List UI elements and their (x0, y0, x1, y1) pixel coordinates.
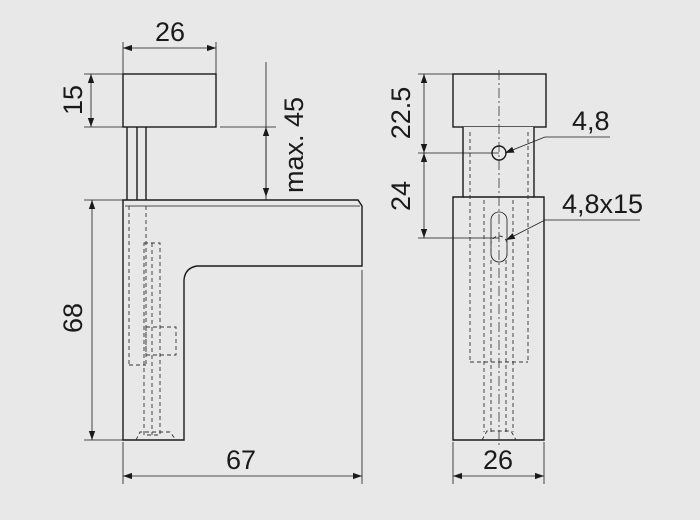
leader-hole (504, 136, 610, 154)
leader-slot (505, 219, 640, 241)
front-top-cap (452, 73, 547, 128)
side-view: 26 15 max. 45 68 67 (58, 17, 363, 484)
front-main-body (452, 127, 545, 441)
dim-label-67: 67 (226, 445, 256, 475)
side-main-body (122, 199, 363, 441)
front-view: 22.5 24 4,8 4,8x15 26 (386, 70, 643, 484)
dim-label-26-top: 26 (155, 17, 185, 47)
dim-label-max-45: max. 45 (279, 97, 309, 193)
label-hole-diameter: 4,8 (572, 106, 610, 136)
dim-label-24: 24 (386, 181, 416, 211)
dim-label-15: 15 (58, 85, 88, 115)
side-top-cap (122, 73, 217, 128)
label-slot-size: 4,8x15 (562, 189, 643, 219)
dim-label-68: 68 (58, 303, 88, 333)
front-slot-hidden (490, 235, 508, 263)
side-hidden-slot (145, 326, 177, 356)
dim-label-22-5: 22.5 (386, 87, 416, 140)
side-hidden-screw-head (135, 431, 177, 441)
dim-label-26-bottom: 26 (483, 445, 513, 475)
